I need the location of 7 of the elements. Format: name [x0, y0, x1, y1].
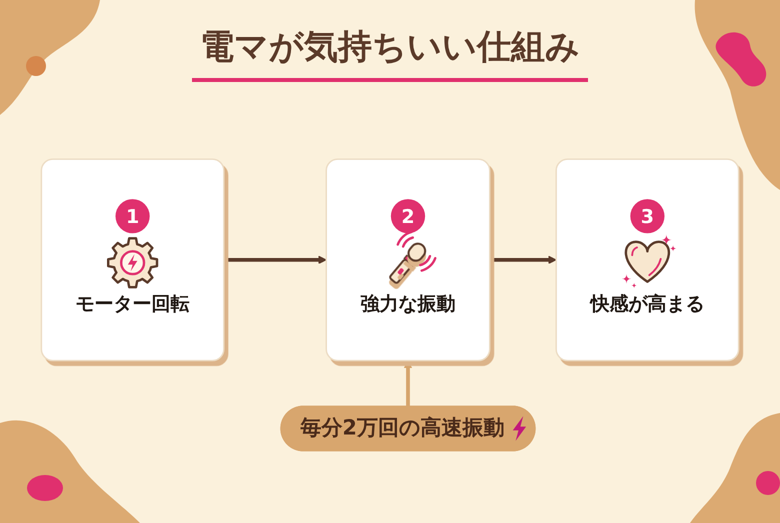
- node-box: 2 強力な振動: [326, 158, 490, 362]
- title: 電マが気持ちいい仕組み: [192, 24, 588, 82]
- arrow: [490, 256, 557, 264]
- node-box: 1 モーター回転: [40, 158, 225, 362]
- arrow: [404, 360, 412, 406]
- node-box: 3 快感が高まる: [555, 158, 740, 362]
- arrow: [224, 256, 327, 264]
